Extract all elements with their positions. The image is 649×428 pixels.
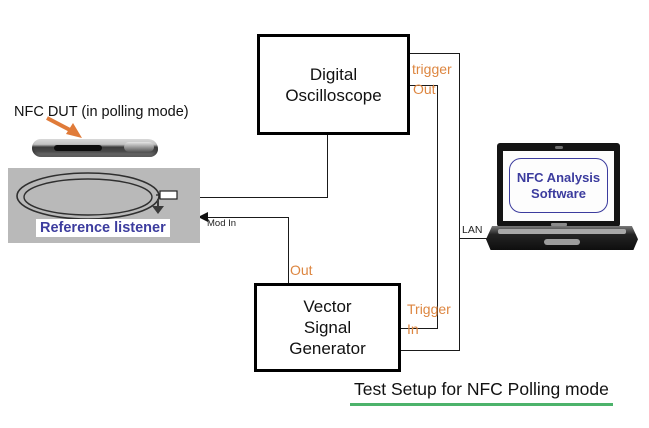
signal-generator-box: Vector Signal Generator	[254, 283, 401, 372]
laptop-display: NFC Analysis Software	[503, 151, 614, 221]
laptop-touchpad	[543, 239, 581, 245]
reference-listener-label: Reference listener	[36, 219, 170, 237]
oscilloscope-label-line2: Oscilloscope	[285, 85, 382, 105]
diagram-title: Test Setup for NFC Polling mode	[350, 379, 613, 406]
laptop-brand-mark	[551, 223, 567, 226]
phone-edge-highlight	[124, 142, 154, 152]
vsg-trigger-in-label-line1: Trigger	[407, 301, 451, 317]
wire-lan	[459, 238, 492, 239]
vsg-trigger-in-label-line2: In	[407, 321, 419, 337]
software-frame: NFC Analysis Software	[509, 158, 608, 213]
signal-generator-label-line1: Vector	[303, 297, 352, 316]
reference-listener-panel: Reference listener	[8, 168, 200, 243]
nfc-dut-phone	[32, 139, 158, 157]
dut-label: NFC DUT (in polling mode)	[14, 104, 189, 120]
scope-trigger-out-label-line1: trigger	[412, 61, 452, 77]
wire-scope-probe-horizontal	[176, 197, 328, 198]
wire-right-inner-vertical	[437, 85, 438, 329]
wire-scope-right-upper	[404, 53, 459, 54]
oscilloscope-label-line1: Digital	[309, 64, 358, 84]
mod-in-arrowhead-icon	[198, 212, 208, 222]
scope-trigger-out-label-line2: Out	[413, 81, 436, 97]
wire-vsg-trigger-in	[395, 328, 437, 329]
vsg-out-label: Out	[290, 262, 313, 278]
oscilloscope-box: Digital Oscilloscope	[257, 34, 410, 135]
laptop-base	[486, 226, 638, 250]
wire-scope-probe-vertical	[327, 129, 328, 197]
wire-vsg-out-vertical	[288, 217, 289, 283]
lan-label: LAN	[462, 224, 483, 236]
wire-mod-in-horizontal	[205, 217, 289, 218]
signal-generator-label-line2: Signal	[303, 318, 352, 337]
software-label-line2: Software	[531, 185, 586, 201]
laptop-webcam-icon	[555, 146, 563, 149]
laptop-keyboard	[498, 229, 626, 234]
laptop-screen: NFC Analysis Software	[497, 143, 620, 227]
wire-vsg-right-lower	[395, 350, 459, 351]
software-label-line1: NFC Analysis	[516, 169, 601, 185]
wire-scope-right-lower	[404, 85, 438, 86]
mod-in-label: Mod In	[207, 218, 237, 229]
dut-pointer-arrow-icon	[46, 116, 82, 138]
phone-side-band	[54, 145, 102, 151]
wire-right-outer-vertical	[459, 53, 460, 351]
signal-generator-label-line3: Generator	[289, 339, 366, 358]
